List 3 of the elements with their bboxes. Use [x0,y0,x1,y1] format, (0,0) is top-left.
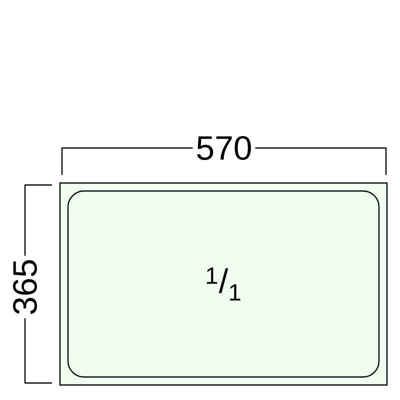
dimension-label: 570 [192,133,256,163]
pan-drawing: $^{1}$/$_{1}$ [59,182,388,386]
dimension-label: 365 [10,256,40,318]
